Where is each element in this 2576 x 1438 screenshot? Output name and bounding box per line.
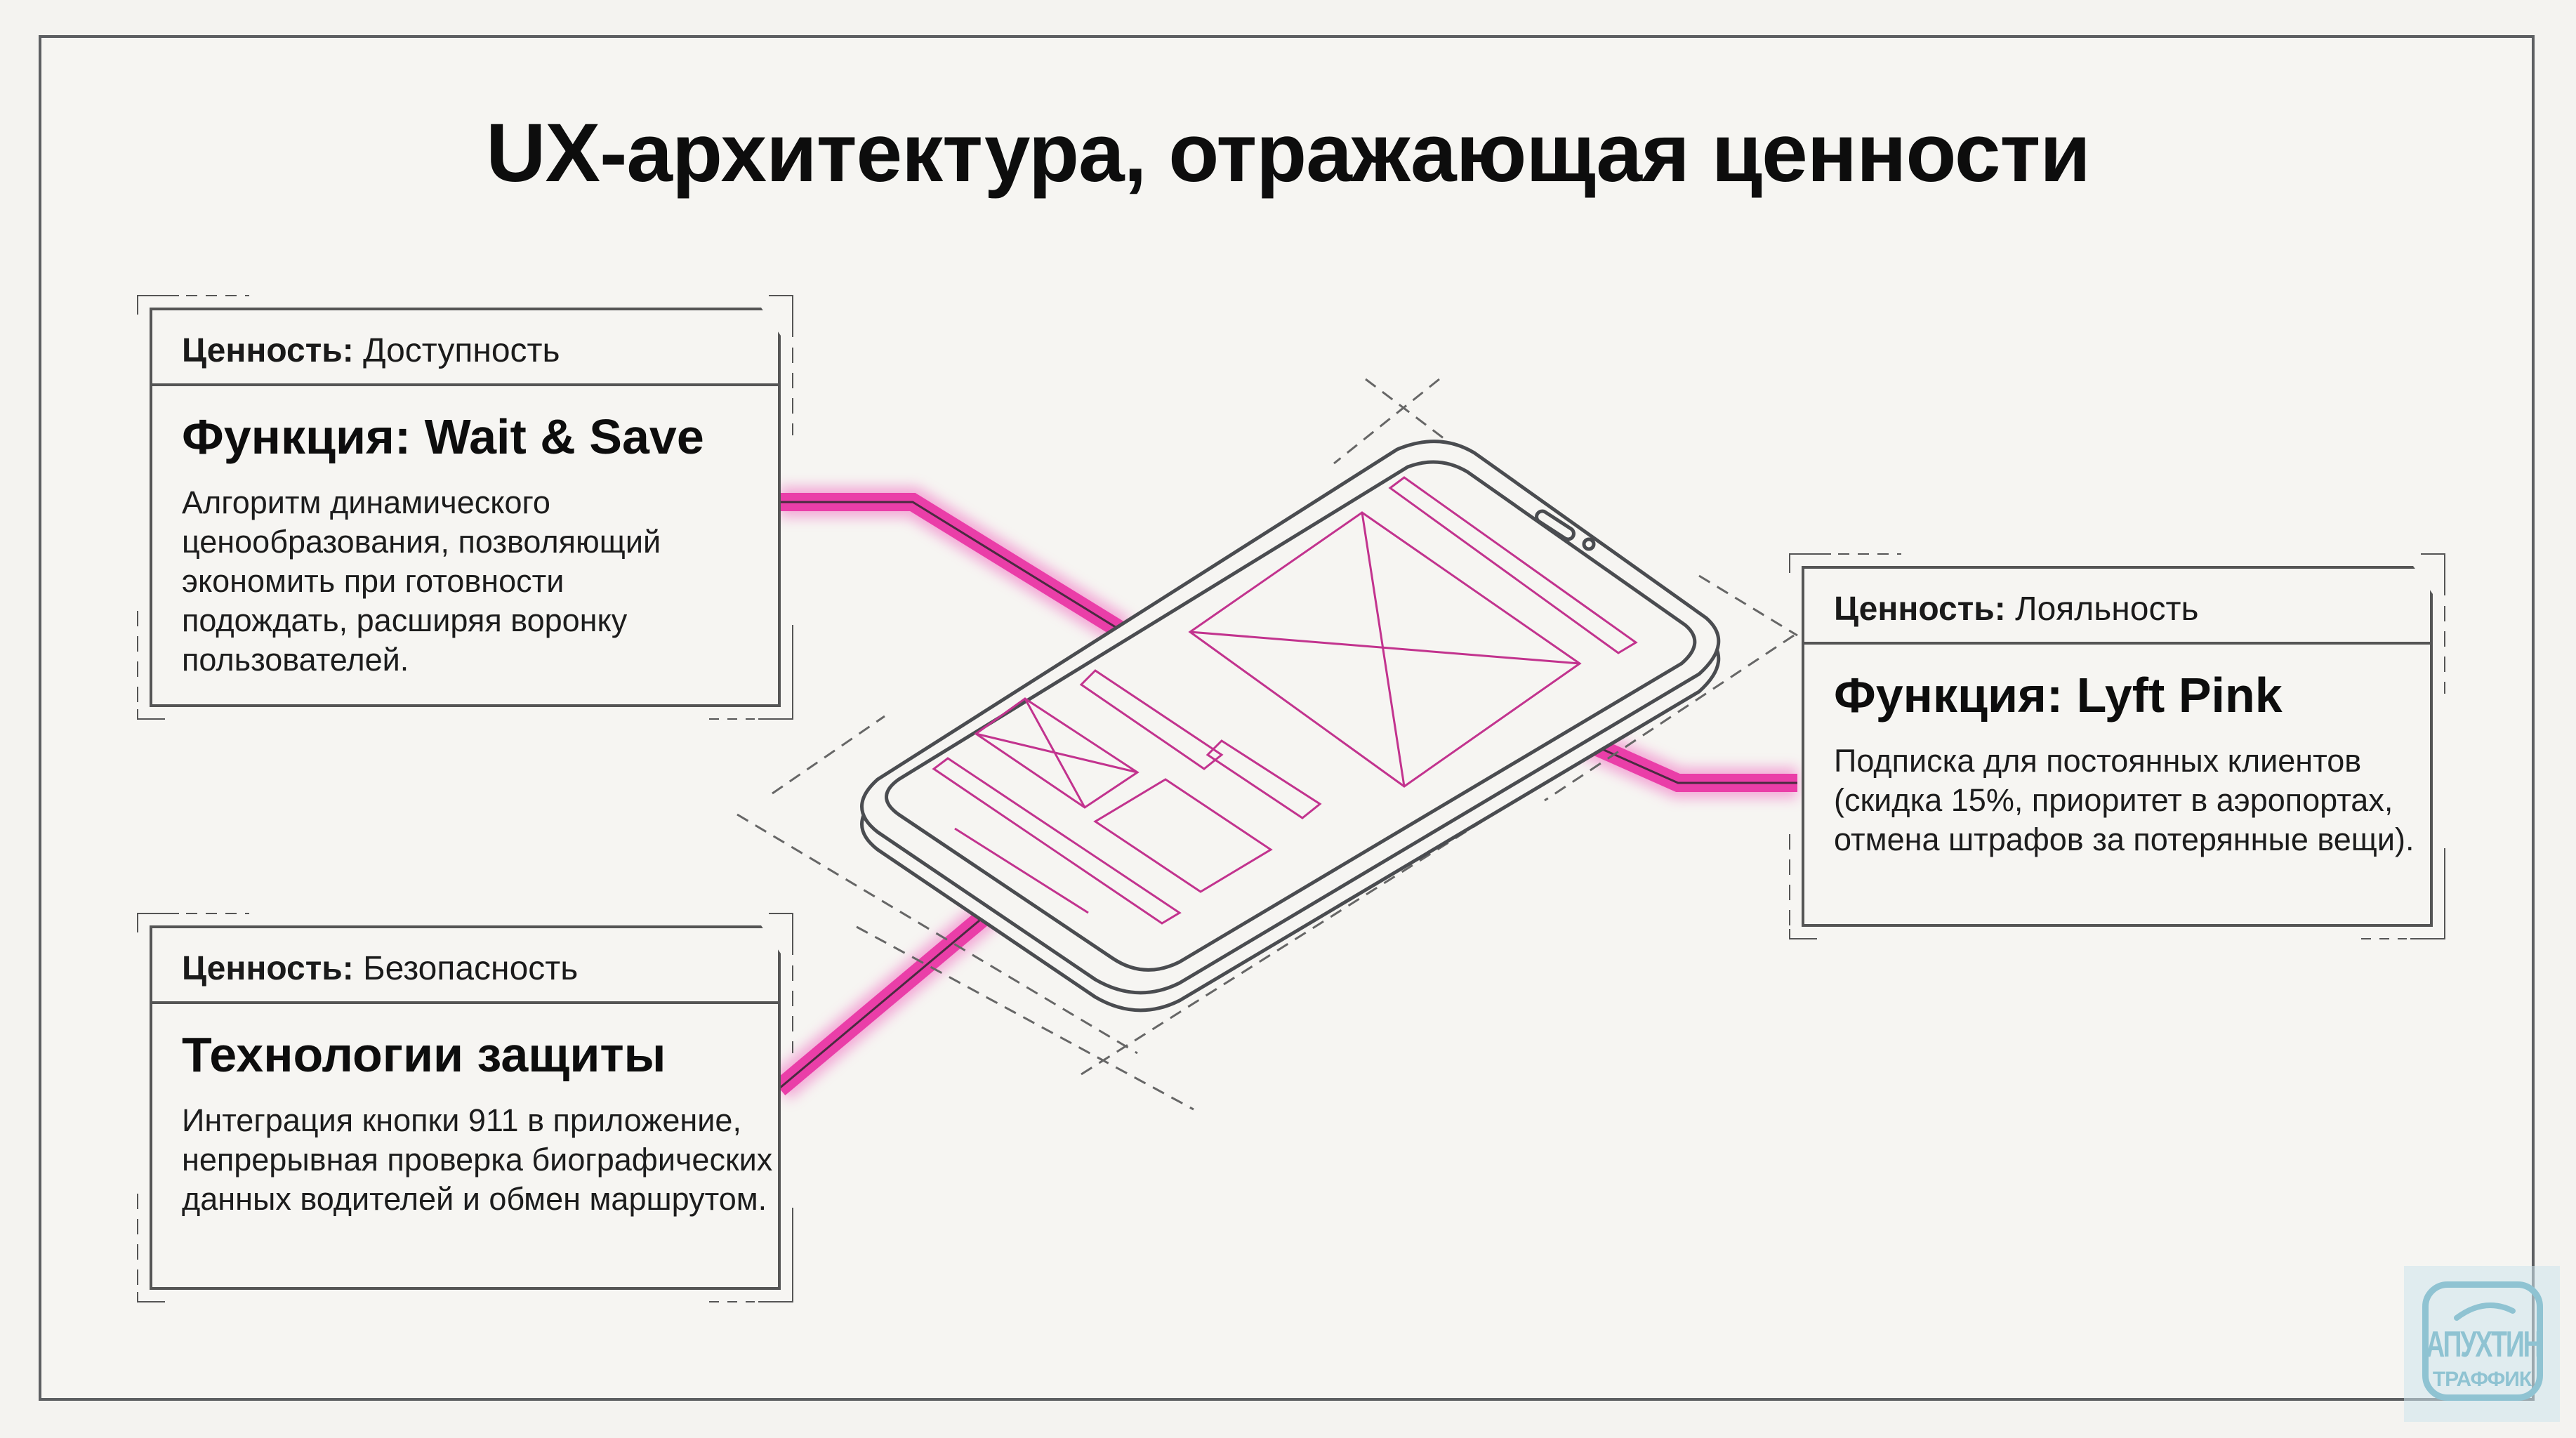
slide-title: UX-архитектура, отражающая ценности [486,107,2091,199]
function-title: Функция: Lyft Pink [1834,668,2283,723]
card-value-header: Ценность: Доступность [152,310,778,386]
screen-wireframe [932,476,1638,925]
watermark-line2: ТРАФФИК [2432,1368,2532,1391]
function-description: Интеграция кнопки 911 в приложение, непр… [182,1102,773,1217]
watermark-frame [2422,1281,2543,1401]
value-name: Лояльность [2015,591,2199,628]
function-description: Алгоритм динамического ценообразования, … [182,484,661,678]
card-value-header: Ценность: Безопасность [152,928,778,1004]
card-body: Ценность: Доступность Функция: Wait & Sa… [150,308,781,707]
value-label: Ценность: [182,950,354,987]
function-description: Подписка для постоянных клиентов (скидка… [1834,743,2415,857]
card-body: Ценность: Безопасность Технологии защиты… [150,925,781,1290]
value-label: Ценность: [1834,591,2006,628]
value-name: Безопасность [363,950,579,987]
watermark-logo: АПУХТИН ТРАФФИК [2404,1266,2560,1422]
value-label: Ценность: [182,332,354,369]
function-title: Функция: Wait & Save [182,409,704,464]
card-body: Ценность: Лояльность Функция: Lyft Pink … [1802,566,2433,927]
card-value-header: Ценность: Лояльность [1804,569,2430,645]
phone-body [860,440,1721,1012]
value-name: Доступность [363,332,560,369]
watermark-arc-icon [2454,1302,2516,1321]
value-card-accessibility: Ценность: Доступность Функция: Wait & Sa… [137,295,793,720]
watermark-line1: АПУХТИН [2426,1324,2542,1365]
value-card-loyalty: Ценность: Лояльность Функция: Lyft Pink … [1789,553,2445,939]
function-title: Технологии защиты [182,1027,666,1082]
value-card-safety: Ценность: Безопасность Технологии защиты… [137,913,793,1302]
